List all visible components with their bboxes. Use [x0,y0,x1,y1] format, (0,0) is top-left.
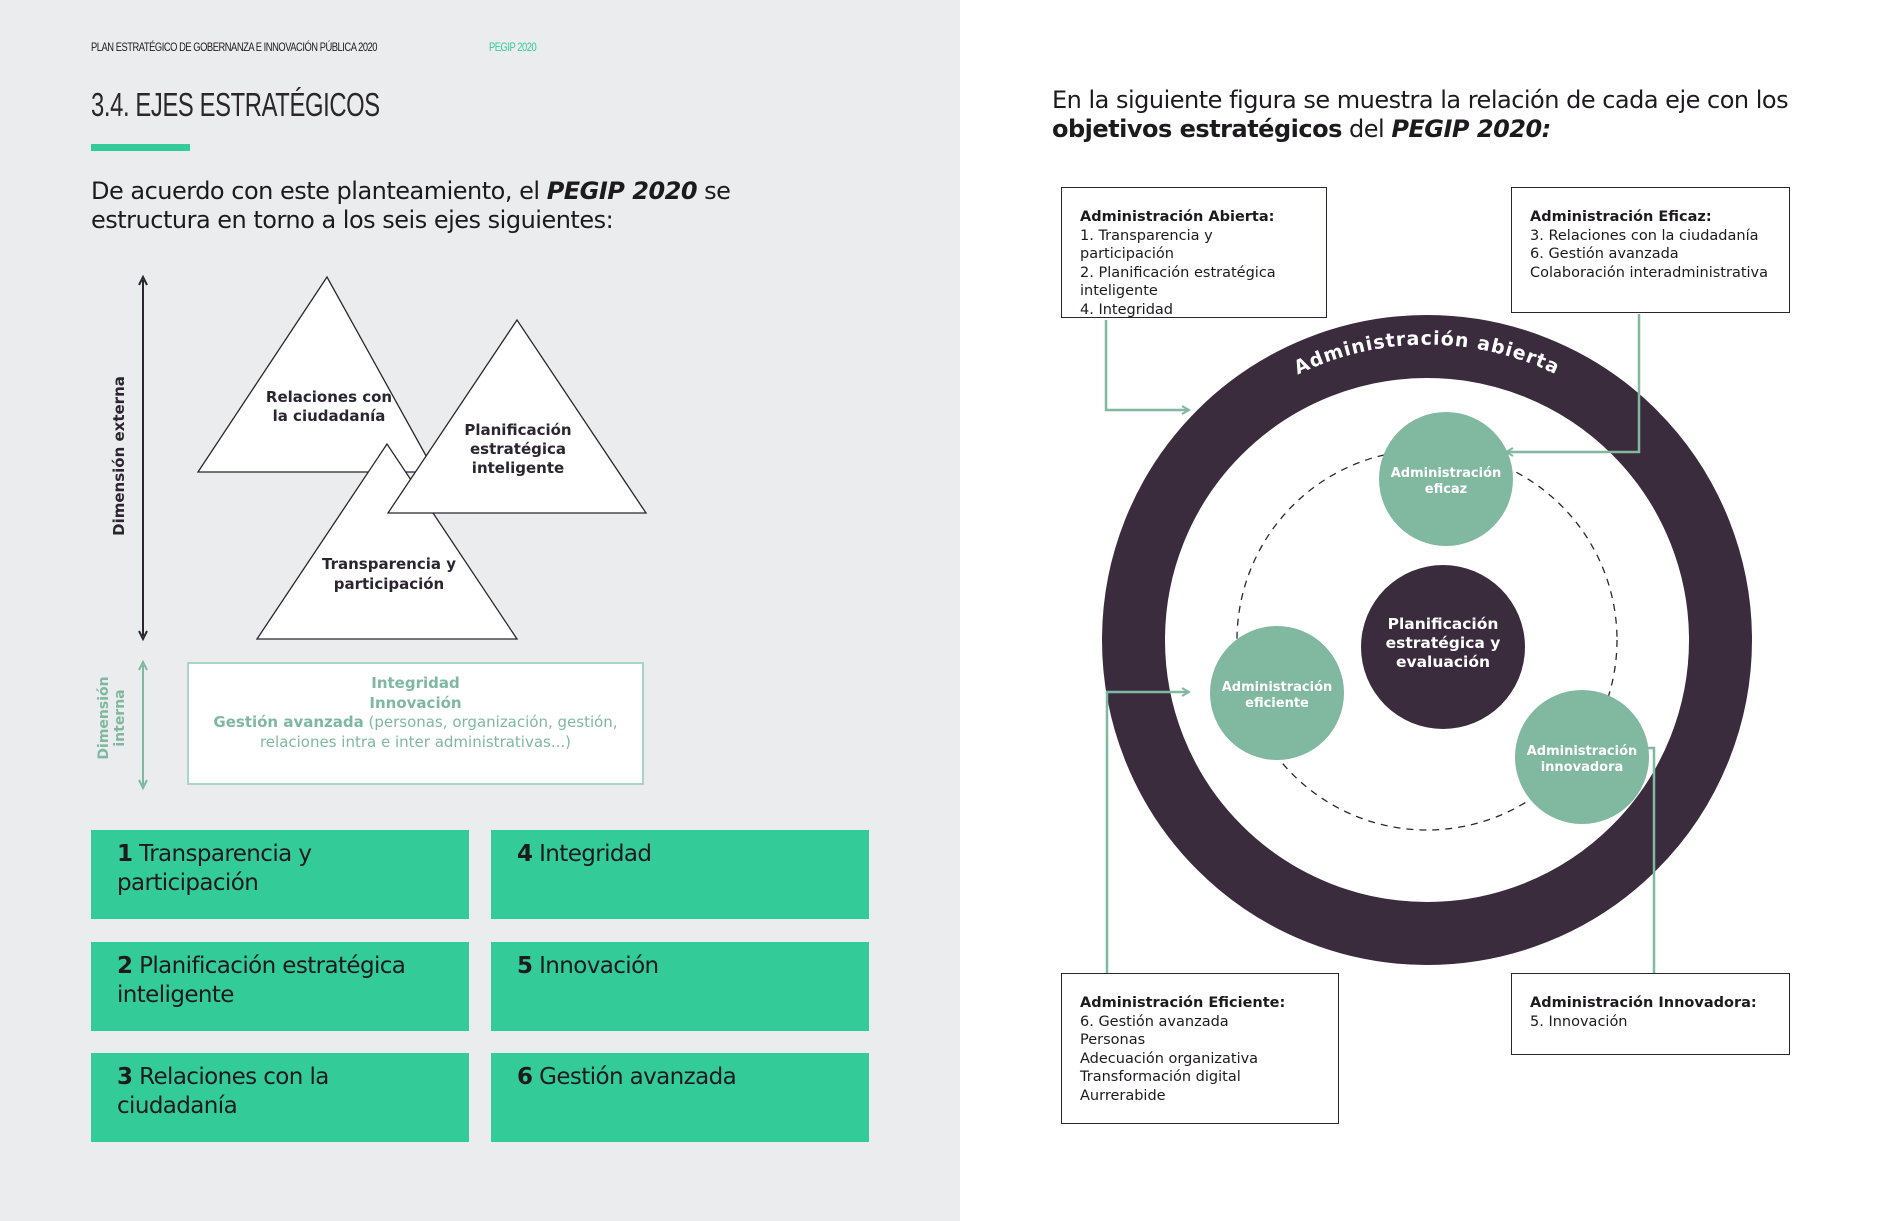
axis-number: 2 [117,953,133,979]
right-intro-text: En la siguiente figura se muestra la rel… [1052,86,1789,114]
external-dimension-label: Dimensión externa [110,376,128,536]
triangle-planificacion-label-1: Planificación [464,421,571,439]
axis-card-5: 5 Innovación [491,942,869,1031]
box-title: Administración Eficaz: [1530,209,1712,225]
box-administracion-eficiente: Administración Eficiente: 6. Gestión ava… [1061,973,1339,1124]
box-administracion-abierta: Administración Abierta: 1. Transparencia… [1061,187,1327,318]
eficiente-label-2: eficiente [1245,696,1309,711]
axis-card-6: 6 Gestión avanzada [491,1053,869,1142]
eficiente-label-1: Administración [1222,680,1333,695]
box-item: Colaboración interadministrativa [1530,264,1769,281]
right-intro-bold: objetivos estratégicos [1052,115,1342,143]
center-label-3: evaluación [1396,653,1490,671]
box-title: Administración Innovadora: [1530,995,1757,1011]
box-administracion-innovadora: Administración Innovadora: 5. Innovación [1511,973,1790,1055]
internal-dimension-arrow [138,659,148,791]
circle-administracion-eficiente [1210,626,1344,760]
axis-card-2: 2 Planificación estratégica inteligente [91,942,469,1031]
axis-label: Innovación [539,953,659,979]
innovadora-label-1: Administración [1527,744,1638,759]
center-label-1: Planificación [1388,615,1499,633]
triangle-transparencia-label-1: Transparencia y [322,555,456,573]
triangle-relaciones [196,275,437,473]
axis-number: 1 [117,841,133,867]
axis-number: 6 [517,1064,533,1090]
box-item: 4. Integridad [1080,301,1174,318]
triangle-planificacion [386,318,648,514]
triangle-diagram: Dimensión externa Dimensión interna Rela… [96,274,648,791]
document-code: PEGIP 2020 [489,40,537,54]
box-item: 5. Innovación [1530,1013,1628,1030]
axis-label: Relaciones con la ciudadanía [117,1064,329,1119]
innovadora-label-2: innovadora [1541,760,1624,775]
box-administracion-eficaz: Administración Eficaz: 3. Relaciones con… [1511,187,1790,313]
intro-text: De acuerdo con este planteamiento, el [91,177,547,205]
section-title: 3.4. EJES ESTRATÉGICOS [91,86,380,123]
external-dimension-arrow [138,274,148,642]
axis-number: 4 [517,841,533,867]
triangle-planificacion-label-2: estratégica [470,440,566,458]
internal-box-innovacion: Innovación [369,693,462,712]
eficaz-label-1: Administración [1391,466,1502,481]
axis-card-1: 1 Transparencia y participación [91,830,469,919]
box-item: 2. Planificación estratégica inteligente [1080,264,1276,300]
axis-number: 5 [517,953,533,979]
circle-administracion-innovadora [1515,690,1649,824]
box-item: Aurrerabide [1080,1087,1166,1104]
connector-innovadora [1636,748,1656,984]
box-item: Adecuación organizativa [1080,1050,1259,1067]
internal-dimension-label-line2: interna [112,689,128,746]
document-title: PLAN ESTRATÉGICO DE GOBERNANZA E INNOVAC… [91,40,378,54]
triangle-relaciones-label-1: Relaciones con [266,388,392,406]
box-item: Personas [1080,1032,1146,1048]
intro-text-end: se estructura en torno a los seis ejes s… [91,177,731,234]
box-item: 6. Gestión avanzada [1080,1013,1229,1030]
right-intro-emphasis: PEGIP 2020: [1391,115,1551,143]
left-intro-paragraph: De acuerdo con este planteamiento, el PE… [91,177,731,235]
axis-label: Planificación estratégica inteligente [117,953,406,1008]
internal-dimension-label-line1: Dimensión [96,676,112,759]
box-item: Transformación digital [1080,1069,1241,1085]
triangle-transparencia [255,442,519,640]
right-intro-mid: del [1341,115,1392,143]
axis-card-4: 4 Integridad [491,830,869,919]
box-item: 3. Relaciones con la ciudadanía [1530,227,1759,244]
axis-label: Transparencia y participación [117,841,312,896]
box-title: Administración Abierta: [1080,209,1275,225]
axis-label: Integridad [539,841,652,867]
right-intro-paragraph: En la siguiente figura se muestra la rel… [1052,86,1812,144]
axis-number: 3 [117,1064,133,1090]
circle-administracion-eficaz [1379,412,1513,546]
center-label-2: estratégica y [1386,634,1501,652]
box-item: 6. Gestión avanzada [1530,246,1679,262]
axis-label: Gestión avanzada [539,1064,737,1090]
connector-eficiente [1105,692,1189,984]
connector-eficaz [1506,314,1641,452]
box-title: Administración Eficiente: [1080,995,1286,1011]
center-circle-planificacion [1361,565,1525,729]
section-title-underline [91,144,190,151]
triangle-relaciones-label-2: la ciudadanía [273,407,386,425]
internal-box-gestion-detail: (personas, organización, gestión, relaci… [259,713,618,751]
triangle-planificacion-label-3: inteligente [472,459,564,477]
axis-card-3: 3 Relaciones con la ciudadanía [91,1053,469,1142]
inner-dashed-orbit [1236,449,1618,831]
eficaz-label-2: eficaz [1425,482,1468,497]
internal-dimension-box: Integridad Innovación Gestión avanzada (… [187,662,644,785]
connector-abierta [1104,320,1189,410]
box-item: 1. Transparencia y participación [1080,227,1213,263]
internal-box-integridad: Integridad [371,674,460,692]
triangle-transparencia-label-2: participación [334,575,444,593]
internal-box-gestion: Gestión avanzada [213,713,364,731]
intro-emphasis: PEGIP 2020 [546,177,698,205]
outer-ring-administracion-abierta [1102,315,1752,965]
